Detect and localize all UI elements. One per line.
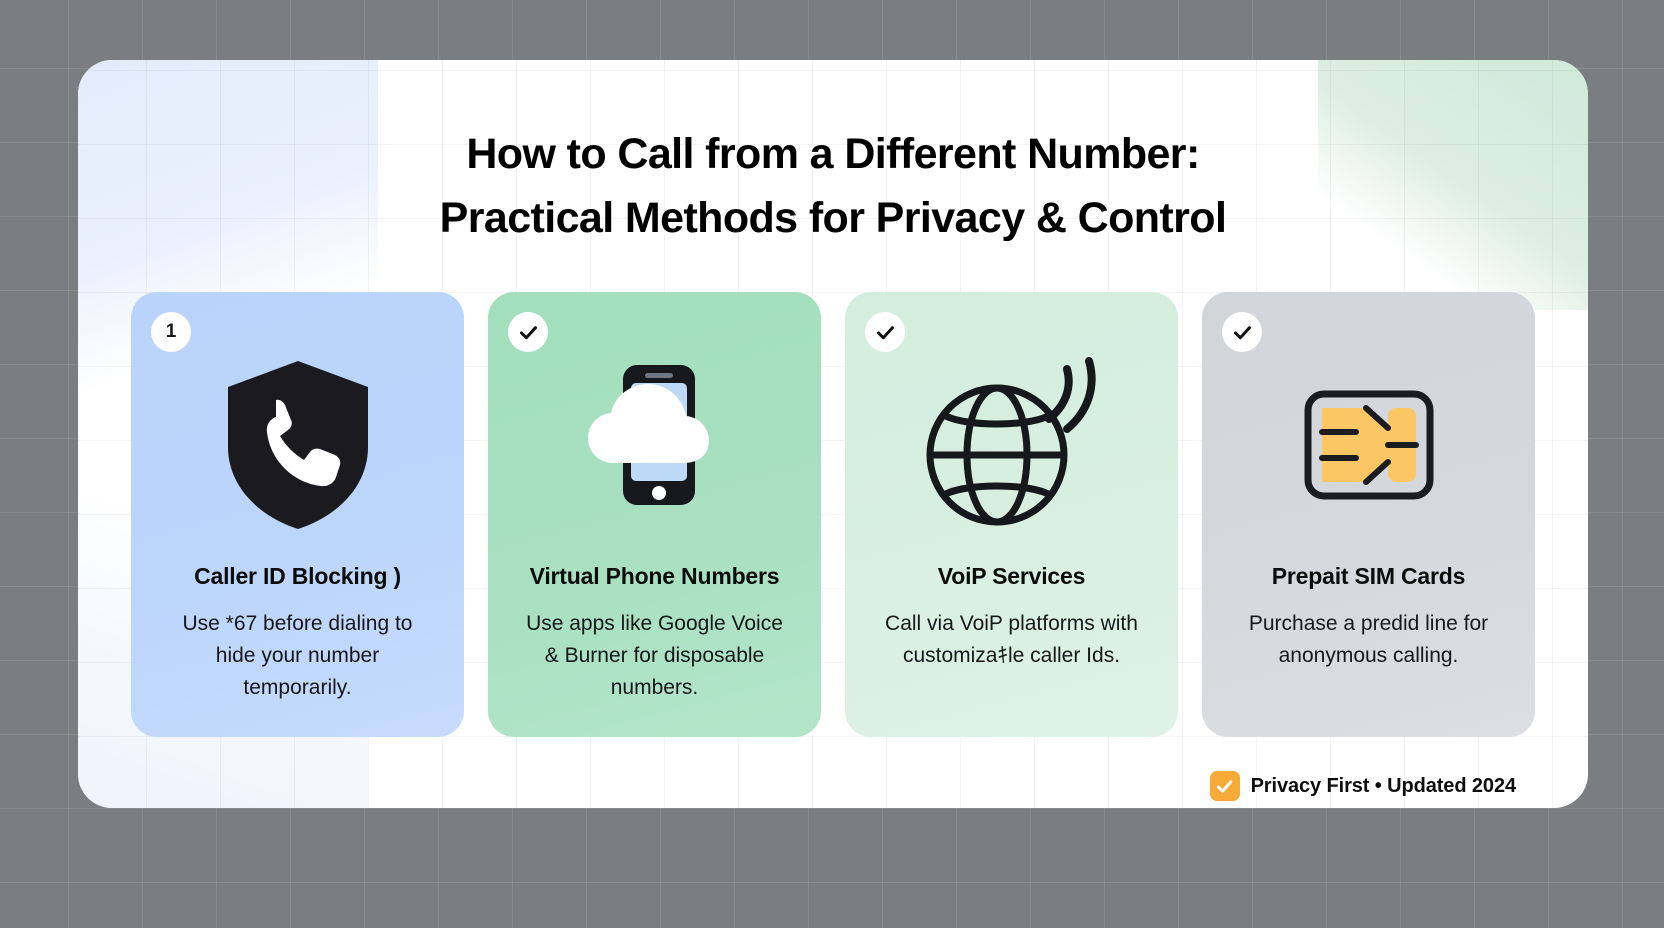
check-badge xyxy=(865,312,905,352)
page-title: How to Call from a Different Number: Pra… xyxy=(124,112,1542,250)
method-card-list: 1 Caller ID Blocking ) Use *67 before di… xyxy=(124,292,1542,737)
cloud-phone-icon xyxy=(510,330,799,560)
method-card-voip-services[interactable]: VoiP Services Call via VoiP platforms wi… xyxy=(845,292,1178,737)
check-badge xyxy=(508,312,548,352)
page-title-line-2: Practical Methods for Privacy & Control xyxy=(439,194,1227,242)
checkbox-checked-icon xyxy=(1209,771,1240,801)
infographic-canvas: How to Call from a Different Number: Pra… xyxy=(78,60,1588,808)
step-number-label: 1 xyxy=(165,321,177,342)
method-card-body: Purchase a predid line for anonymous cal… xyxy=(1248,612,1489,667)
method-card-prepaid-sim-cards[interactable]: Prepait SIM Cards Purchase a predid line… xyxy=(1202,292,1535,737)
page-title-line-1: How to Call from a Different Number: xyxy=(466,130,1200,178)
shield-phone-icon xyxy=(153,330,442,560)
check-icon xyxy=(876,325,894,339)
method-card-title: VoiP Services xyxy=(937,563,1086,589)
method-card-body: Use apps like Google Voice & Burner for … xyxy=(526,612,783,699)
check-icon xyxy=(1233,325,1251,339)
method-card-body: Use *67 before dialing to hide your numb… xyxy=(182,612,413,699)
footer-badge: Privacy First • Updated 2024 xyxy=(124,771,1542,801)
sim-card-icon xyxy=(1224,330,1513,560)
method-card-body: Call via VoiP platforms with customizaｷl… xyxy=(885,612,1138,667)
method-card-title: Virtual Phone Numbers xyxy=(529,563,780,589)
infographic-content: How to Call from a Different Number: Pra… xyxy=(78,60,1588,808)
check-badge xyxy=(1222,312,1262,352)
check-icon xyxy=(519,325,537,339)
method-card-title: Prepait SIM Cards xyxy=(1271,563,1466,589)
step-number-badge: 1 xyxy=(151,312,191,352)
method-card-title: Caller ID Blocking ) xyxy=(194,563,401,589)
globe-signal-icon xyxy=(867,330,1156,560)
footer-text: Privacy First • Updated 2024 xyxy=(1250,774,1517,797)
method-card-virtual-phone-numbers[interactable]: Virtual Phone Numbers Use apps like Goog… xyxy=(488,292,821,737)
method-card-caller-id-blocking[interactable]: 1 Caller ID Blocking ) Use *67 before di… xyxy=(131,292,464,737)
